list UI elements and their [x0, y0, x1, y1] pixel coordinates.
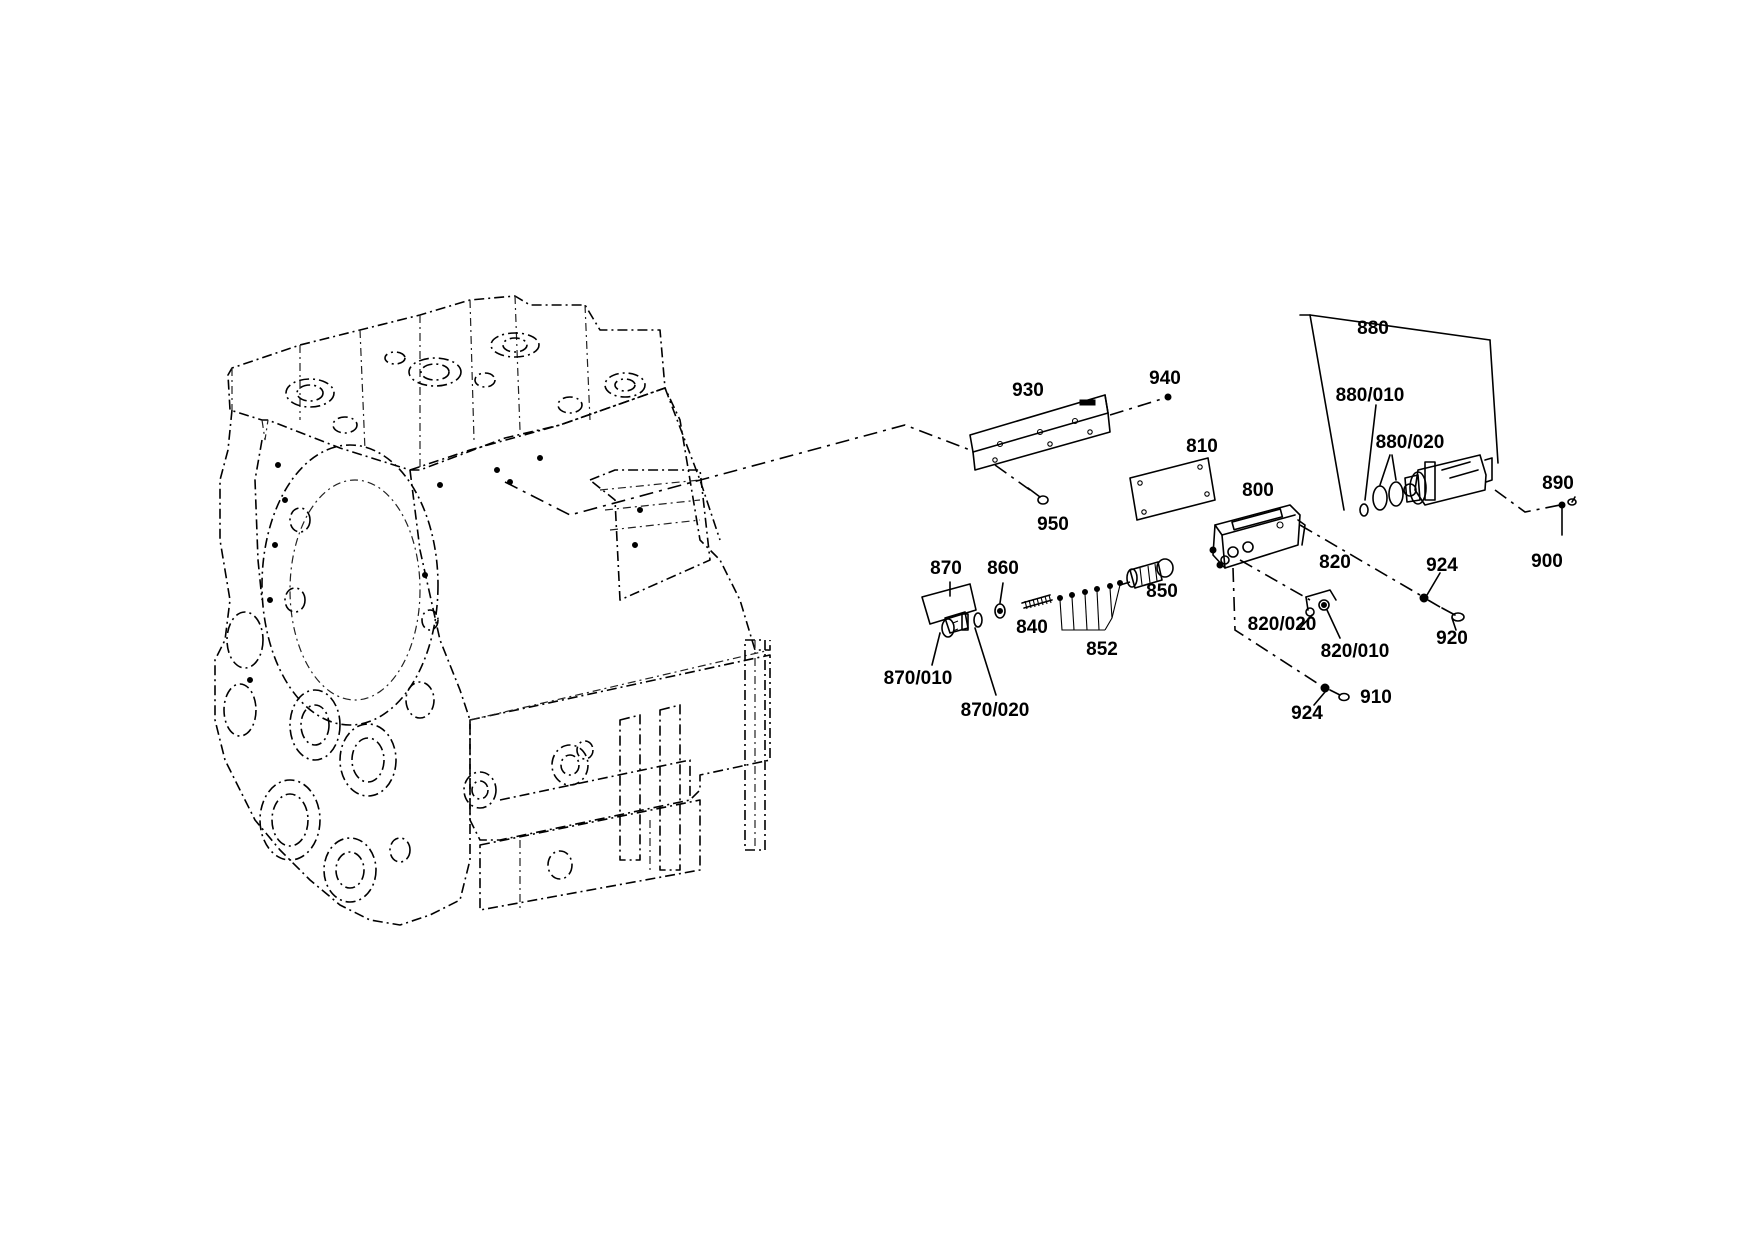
leader-870-010 — [931, 632, 941, 666]
label-924-top: 924 — [1426, 555, 1458, 576]
label-880: 880 — [1357, 318, 1389, 339]
part-860-washer — [994, 603, 1006, 619]
label-900: 900 — [1531, 551, 1563, 572]
part-840-spring — [1021, 594, 1053, 610]
label-910: 910 — [1360, 687, 1392, 708]
part-920-screw — [1441, 607, 1465, 622]
part-930-cover-plate — [969, 394, 1111, 471]
label-870-010: 870/010 — [884, 668, 953, 689]
leader-880-to-890 — [1494, 489, 1561, 513]
bracket-820 — [1305, 589, 1337, 601]
part-820-010-center — [1321, 602, 1327, 608]
part-880-solenoid — [1299, 314, 1499, 511]
label-880-010: 880/010 — [1336, 385, 1405, 406]
leader-870-020 — [974, 627, 997, 696]
label-924-bottom: 924 — [1291, 703, 1323, 724]
part-800-valve-body — [1209, 504, 1306, 569]
leader-880-020-a — [1379, 454, 1391, 486]
leader-920 — [1451, 617, 1457, 631]
label-840: 840 — [1016, 617, 1048, 638]
leader-800-to-820 — [1239, 559, 1311, 601]
leader-860 — [999, 582, 1004, 604]
leader-930-to-940 — [1109, 397, 1166, 416]
part-890-screw — [1567, 498, 1577, 506]
part-810-gasket — [1129, 457, 1216, 521]
part-940-plug — [1164, 393, 1172, 401]
part-labels: 800 810 820 820/010 820/020 840 850 852 … — [884, 318, 1574, 724]
label-890: 890 — [1542, 473, 1574, 494]
label-940: 940 — [1149, 368, 1181, 389]
leader-800-to-924 — [1299, 524, 1421, 596]
part-910-screw — [1329, 689, 1350, 702]
part-900-plug — [1558, 501, 1566, 509]
part-924-washer-bottom — [1320, 683, 1330, 693]
label-880-020: 880/020 — [1376, 432, 1445, 453]
label-820-020: 820/020 — [1248, 614, 1317, 635]
part-950-screw — [994, 464, 1049, 505]
part-852-shims — [1057, 580, 1123, 631]
label-850: 850 — [1146, 581, 1178, 602]
leader-820-010 — [1326, 609, 1341, 639]
leader-924-bottom — [1313, 691, 1326, 706]
leader-800-to-910 — [1232, 567, 1321, 686]
label-870: 870 — [930, 558, 962, 579]
label-870-020: 870/020 — [961, 700, 1030, 721]
housing-to-930-leader — [504, 424, 971, 516]
leader-924-top — [1426, 572, 1441, 596]
label-930: 930 — [1012, 380, 1044, 401]
label-950: 950 — [1037, 514, 1069, 535]
label-852: 852 — [1086, 639, 1118, 660]
label-820: 820 — [1319, 552, 1351, 573]
part-880-010-o-ring — [1359, 503, 1369, 517]
part-880-020-o-ring-b — [1388, 481, 1404, 507]
part-850-plug — [1126, 558, 1174, 589]
part-880-020-o-ring-a — [1372, 485, 1388, 511]
leader-880-020-b — [1391, 454, 1397, 481]
leader-820-020 — [1299, 614, 1313, 629]
leader-880-010 — [1364, 404, 1377, 501]
label-860: 860 — [987, 558, 1019, 579]
part-820-010-plug — [1318, 599, 1330, 611]
label-810: 810 — [1186, 436, 1218, 457]
transmission-housing — [214, 295, 771, 926]
label-800: 800 — [1242, 480, 1274, 501]
label-920: 920 — [1436, 628, 1468, 649]
part-924-washer-top — [1419, 593, 1429, 603]
label-820-010: 820/010 — [1321, 641, 1390, 662]
part-870-plug — [921, 583, 983, 638]
part-860-center — [997, 608, 1003, 614]
